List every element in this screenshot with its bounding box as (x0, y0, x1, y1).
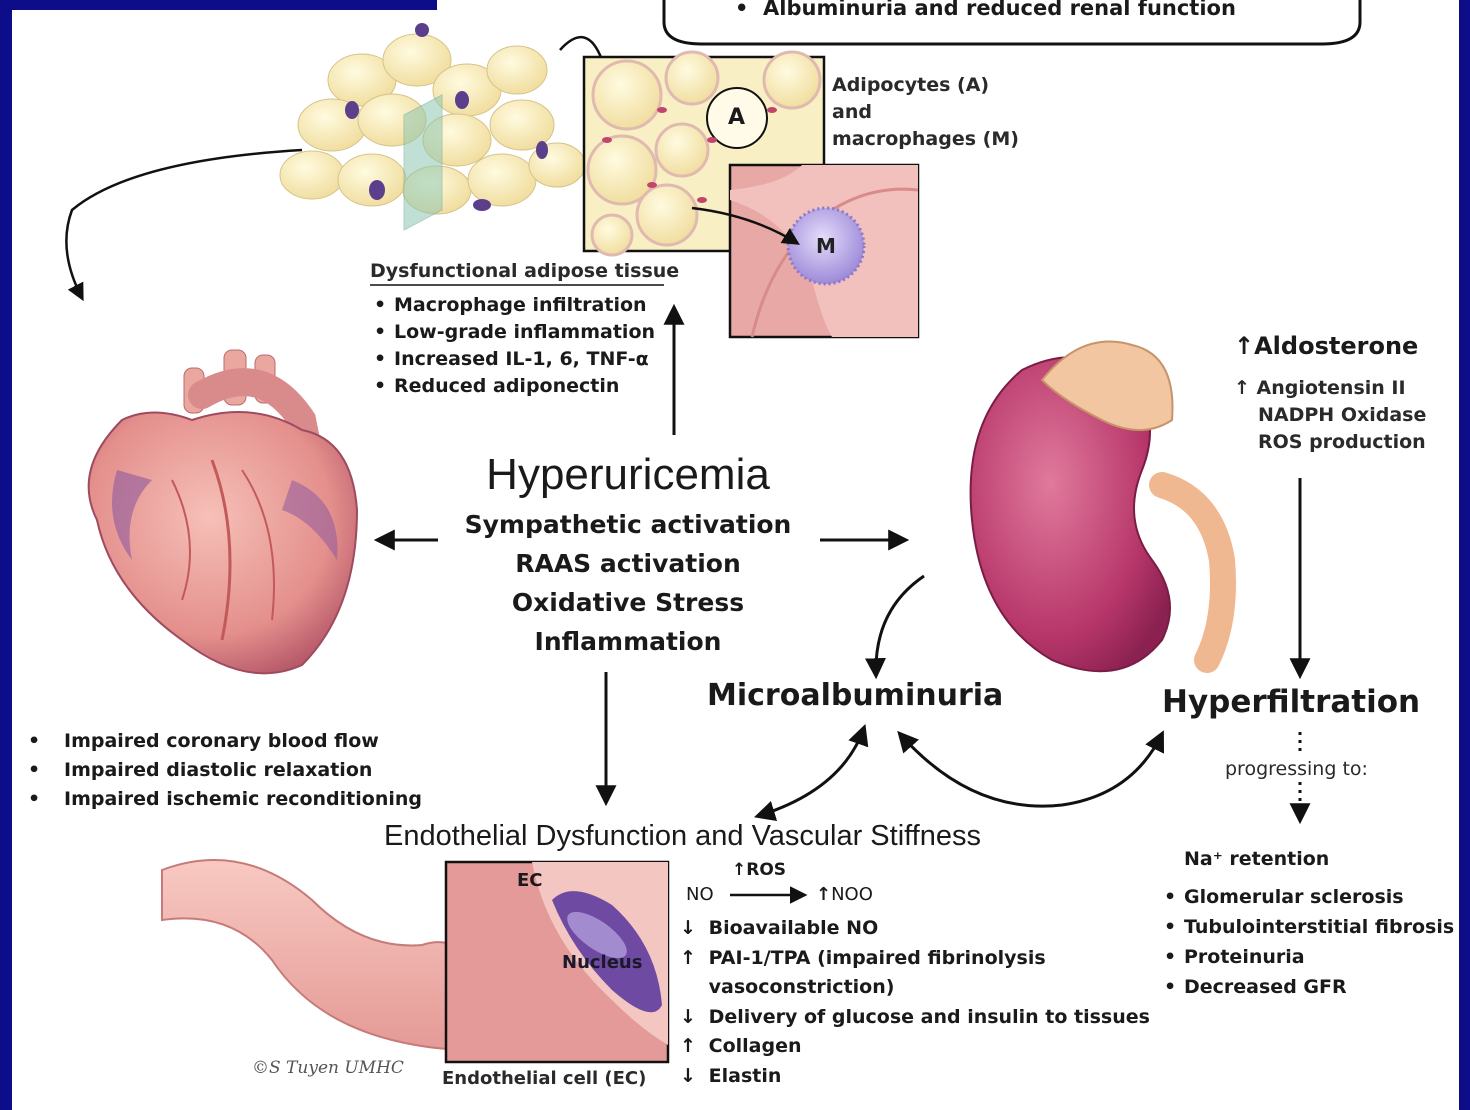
kidney-factors: ↑ Angiotensin II NADPH Oxidase ROS produ… (1234, 375, 1426, 456)
top-box-text: Albuminuria and reduced renal function (763, 0, 1236, 20)
legend-line: macrophages (M) (832, 126, 1019, 153)
down-arrow-icon: ↓ (680, 914, 702, 944)
up-arrow-icon: ↑ (732, 860, 746, 880)
renal-outcomes-heading: Na⁺ retention (1184, 848, 1329, 870)
hyperfiltration-label: Hyperfiltration (1162, 684, 1420, 720)
adipocyte-label: A (728, 105, 745, 130)
list-item: Macrophage infiltration (372, 292, 655, 319)
up-arrow-icon: ↑ (816, 884, 831, 905)
up-arrow-icon: ↑ (1234, 332, 1254, 360)
list-item: Impaired ischemic reconditioning (26, 785, 422, 814)
center-item: RAAS activation (428, 544, 828, 583)
progressing-label: progressing to: (1225, 758, 1368, 780)
top-box-bullet: • Albuminuria and reduced renal function (735, 0, 1236, 20)
list-item: Impaired diastolic relaxation (26, 756, 422, 785)
up-arrow-icon: ↑ (680, 944, 702, 974)
list-item: Proteinuria (1162, 942, 1454, 972)
center-item: Inflammation (428, 622, 828, 661)
center-list: Sympathetic activation RAAS activation O… (428, 505, 828, 661)
artist-signature: ©S Tuyen UMHC (252, 1058, 404, 1078)
heart-effects-list: Impaired coronary blood flow Impaired di… (26, 727, 422, 814)
adipose-heading: Dysfunctional adipose tissue (370, 260, 679, 282)
ros-label: ↑ROS (732, 860, 786, 880)
nucleus-label: Nucleus (562, 952, 642, 973)
microalbuminuria-label: Microalbuminuria (707, 678, 1003, 713)
renal-outcomes-list: Glomerular sclerosis Tubulointerstitial … (1162, 882, 1454, 1002)
ec-caption: Endothelial cell (EC) (442, 1068, 646, 1089)
ec-label: EC (517, 870, 543, 891)
list-item: Increased IL-1, 6, TNF-α (372, 346, 655, 373)
center-item: Sympathetic activation (428, 505, 828, 544)
list-item: Impaired coronary blood flow (26, 727, 422, 756)
list-item: Low-grade inflammation (372, 319, 655, 346)
list-item: Tubulointerstitial fibrosis (1162, 912, 1454, 942)
kidney-illustration (971, 342, 1223, 672)
center-item: Oxidative Stress (428, 583, 828, 622)
endothelial-effects: ↓ Bioavailable NO ↑ PAI-1/TPA (impaired … (680, 914, 1150, 1091)
down-arrow-icon: ↓ (680, 1003, 702, 1033)
center-title: Hyperuricemia (428, 450, 828, 500)
list-item: Glomerular sclerosis (1162, 882, 1454, 912)
macrophage-label: M (816, 234, 836, 258)
diagram-canvas: • Albuminuria and reduced renal function… (12, 0, 1459, 1110)
adipose-legend: Adipocytes (A) and macrophages (M) (832, 72, 1019, 153)
adipose-list: Macrophage infiltration Low-grade inflam… (372, 292, 655, 400)
no-label: NO (686, 884, 714, 905)
legend-line: and (832, 99, 1019, 126)
heart-illustration (89, 350, 357, 673)
list-item: Reduced adiponectin (372, 373, 655, 400)
noo-label: ↑NOO (816, 884, 873, 905)
down-arrow-icon: ↓ (680, 1062, 702, 1092)
up-arrow-icon: ↑ (1234, 377, 1250, 399)
aldosterone-label: ↑Aldosterone (1234, 332, 1418, 360)
up-arrow-icon: ↑ (680, 1032, 702, 1062)
adipose-tissue-illustration (280, 23, 585, 230)
endothelial-title: Endothelial Dysfunction and Vascular Sti… (384, 820, 981, 853)
list-item: Decreased GFR (1162, 972, 1454, 1002)
legend-line: Adipocytes (A) (832, 72, 1019, 99)
